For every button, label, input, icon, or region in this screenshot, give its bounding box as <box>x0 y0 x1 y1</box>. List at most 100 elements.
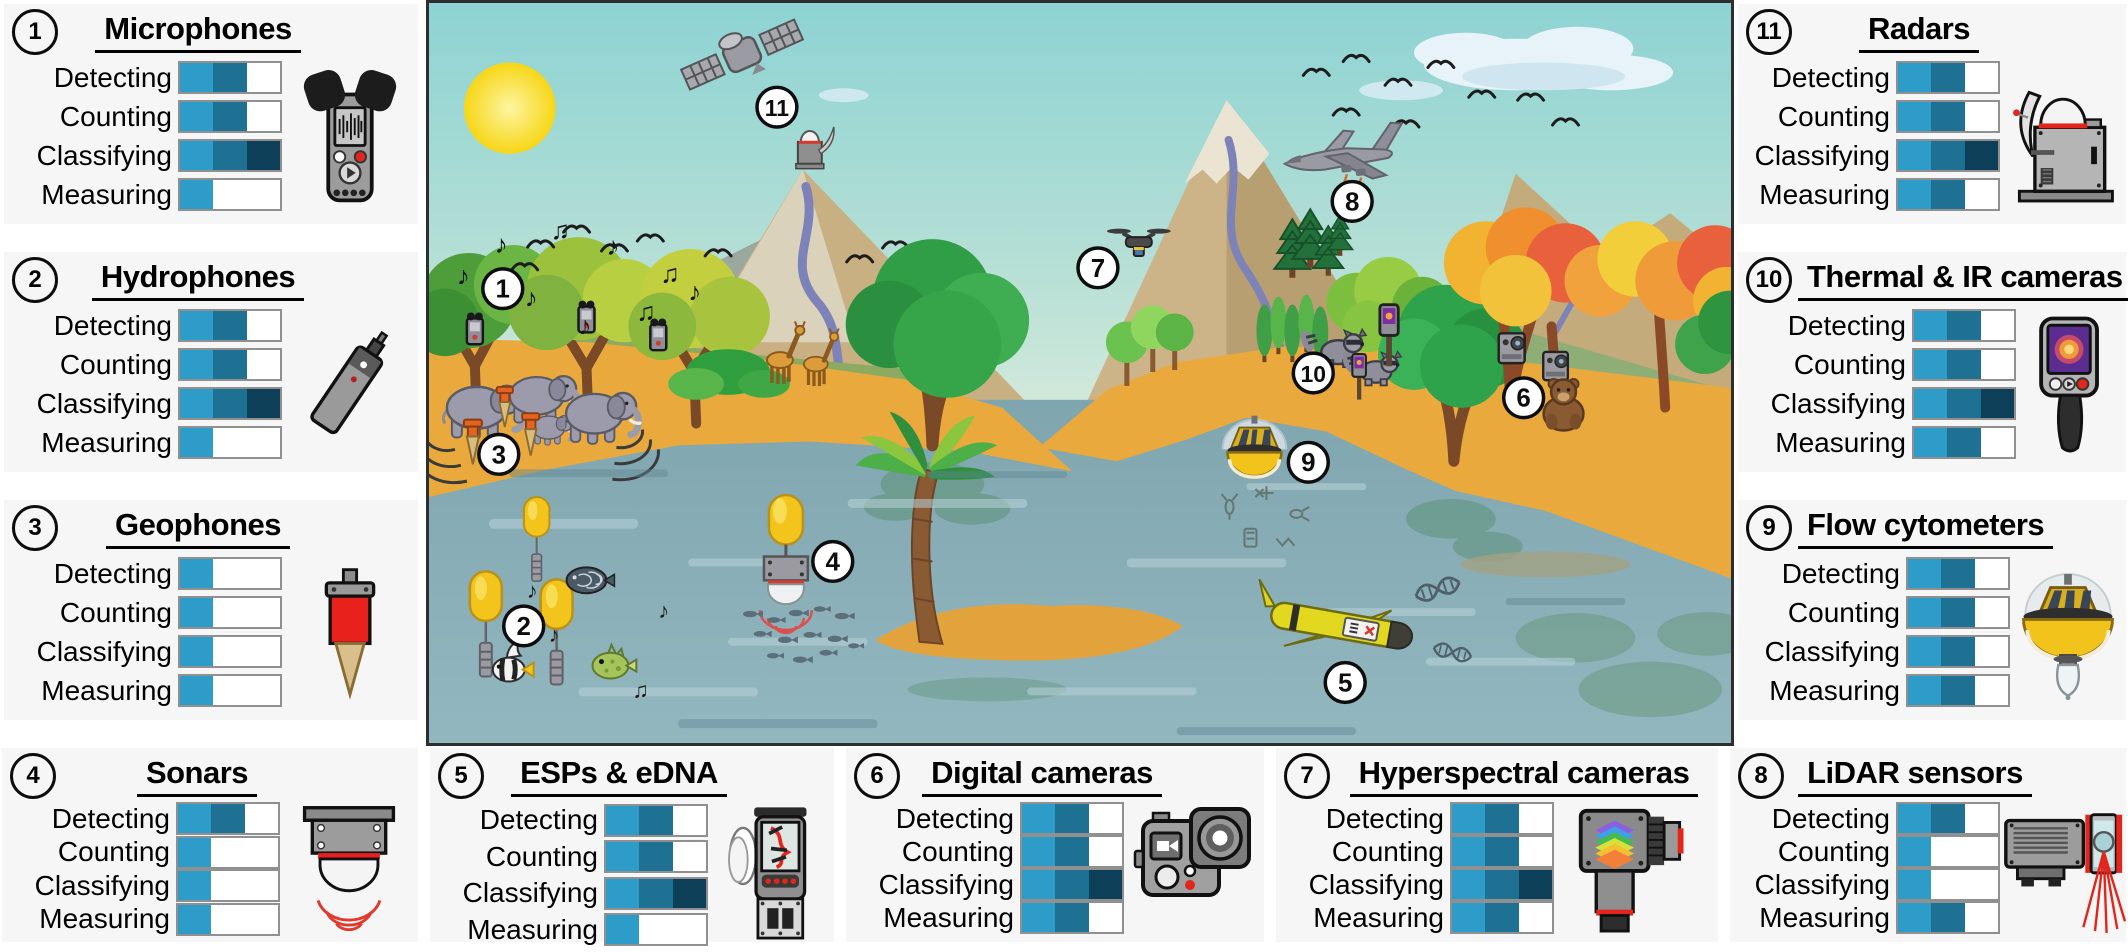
capability-label: Classifying <box>36 387 172 419</box>
svg-text:6: 6 <box>1516 385 1530 413</box>
panel-number-badge: 8 <box>1738 753 1784 799</box>
capability-bar <box>178 557 282 590</box>
bar-segment <box>1931 180 1965 209</box>
capability-label: Classifying <box>1764 635 1900 667</box>
bar-segment <box>1931 837 1965 866</box>
capability-label: Measuring <box>41 674 172 706</box>
bar-segment <box>1088 870 1122 899</box>
capability-label: Detecting <box>1771 61 1890 93</box>
capability-bar <box>176 869 280 903</box>
capability-bar <box>178 178 282 211</box>
capability-bar <box>1020 868 1124 901</box>
bar-segment <box>606 915 640 945</box>
bar-segment <box>1931 141 1965 170</box>
capability-bar <box>1896 139 2000 172</box>
cypress-trees <box>1256 294 1329 365</box>
capability-row: Detecting <box>4 554 282 593</box>
bar-segment <box>244 804 278 834</box>
bar-segment <box>1974 676 2008 705</box>
bar-segment <box>211 837 245 867</box>
bar-segment <box>1485 837 1519 866</box>
panel-title: ESPs & eDNA <box>511 755 727 797</box>
bar-segment <box>1898 870 1932 899</box>
bar-segment <box>672 878 706 908</box>
bar-segment <box>246 350 280 379</box>
bar-segment <box>1914 350 1948 379</box>
bar-segment <box>246 141 280 170</box>
capability-bar <box>178 61 282 94</box>
bar-segment <box>1931 804 1965 833</box>
bar-segment <box>211 871 245 901</box>
svg-text:5: 5 <box>1338 669 1352 697</box>
capability-row: Counting <box>1738 593 2010 632</box>
capability-bar <box>1896 835 2000 868</box>
capability-row: Counting <box>4 97 282 136</box>
panel-number-badge: 11 <box>1746 9 1792 55</box>
capability-row: Measuring <box>2 902 280 937</box>
geophone-icon <box>282 560 418 706</box>
bar-segment <box>180 389 214 418</box>
capability-row: Counting <box>846 835 1124 868</box>
capability-label: Measuring <box>1313 901 1444 933</box>
capability-label: Detecting <box>1781 557 1900 589</box>
right-bank <box>1039 207 1731 579</box>
capability-row: Detecting <box>1738 58 2000 97</box>
bar-segment <box>1908 598 1942 627</box>
capability-bar <box>178 348 282 381</box>
svg-text:♫: ♫ <box>632 677 648 702</box>
capability-row: Detecting <box>1738 554 2010 593</box>
capability-bar <box>1896 802 2000 835</box>
capability-bar <box>1912 309 2016 342</box>
panel-number-badge: 10 <box>1746 257 1792 303</box>
bar-segment <box>180 63 214 92</box>
capability-bar <box>604 876 708 910</box>
capability-label: Measuring <box>883 901 1014 933</box>
bar-segment <box>1914 389 1948 418</box>
capability-row: Classifying <box>4 632 282 671</box>
bar-segment <box>1964 903 1998 932</box>
plankton-icons <box>1220 486 1310 548</box>
bar-segment <box>1485 903 1519 932</box>
airplane-icon <box>1282 121 1404 185</box>
capability-bar <box>1912 387 2016 420</box>
panel-title: LiDAR sensors <box>1798 755 2032 797</box>
bar-segment <box>1908 637 1942 666</box>
capability-row: Counting <box>430 839 708 876</box>
capability-label: Measuring <box>1759 901 1890 933</box>
capability-label: Counting <box>1787 596 1900 628</box>
capability-row: Counting <box>1738 97 2000 136</box>
fish-group: ♪ ♫ ♪ ♪ <box>491 566 669 702</box>
svg-text:♪: ♪ <box>658 598 669 623</box>
capability-bar <box>604 803 708 837</box>
water-reflections <box>863 462 1731 718</box>
capability-label: Measuring <box>41 178 172 210</box>
bar-segment <box>1931 903 1965 932</box>
bar-segment <box>246 311 280 340</box>
panel-header: 3 Geophones <box>4 504 418 552</box>
flow-cytometer-buoy-icon <box>2010 562 2126 704</box>
capability-row: Detecting <box>430 802 708 839</box>
bar-segment <box>213 637 247 666</box>
capability-row: Counting <box>4 345 282 384</box>
capability-bar <box>1906 674 2010 707</box>
bar-segment <box>1088 837 1122 866</box>
bar-segment <box>213 428 247 457</box>
capability-row: Classifying <box>430 875 708 912</box>
lidar-scanner-icon <box>2000 801 2126 937</box>
capability-label: Measuring <box>1775 426 1906 458</box>
bar-segment <box>1452 804 1486 833</box>
bar-segment <box>1964 102 1998 131</box>
island-group <box>855 411 1183 661</box>
bar-segment <box>180 350 214 379</box>
panel-title: Digital cameras <box>922 755 1162 797</box>
bar-segment <box>1898 804 1932 833</box>
bar-segment <box>1518 804 1552 833</box>
